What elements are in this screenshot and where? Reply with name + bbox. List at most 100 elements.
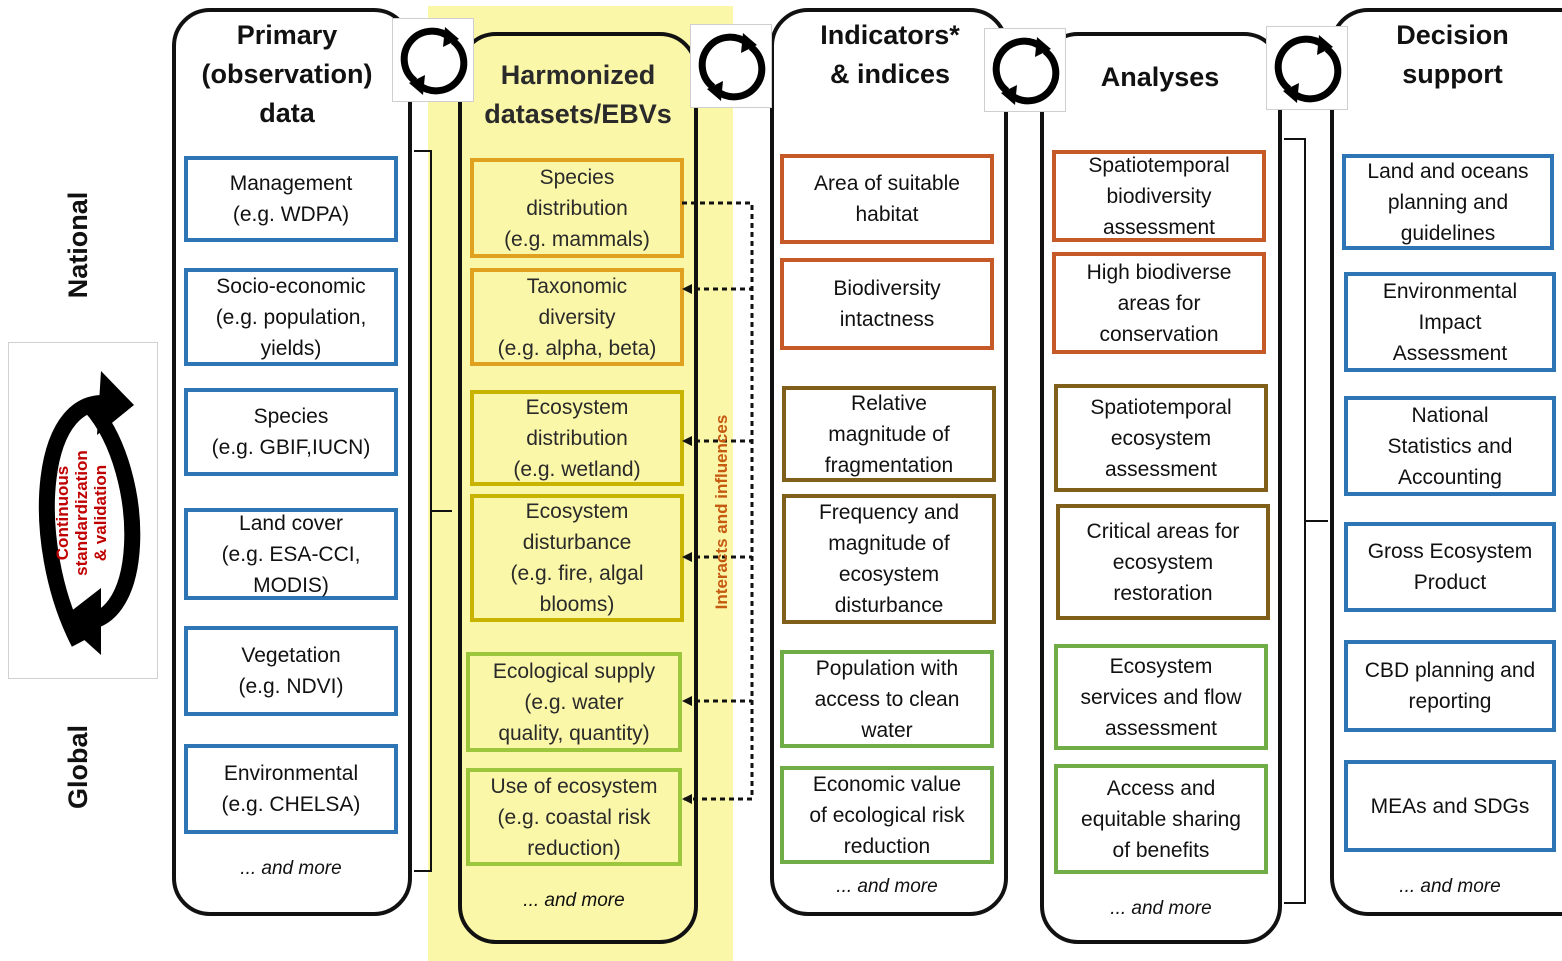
box-line: Biodiversity [833,277,941,300]
bracket-analyses [1284,138,1306,904]
box-line: Critical areas for [1086,519,1240,543]
box-line: Species [253,405,329,428]
box-line: ecosystem [1112,550,1214,574]
title-analyses: Analyses [1050,58,1270,97]
global-label: Global [63,725,93,810]
box-line: Accounting [1398,465,1502,489]
box-management: Management(e.g. WDPA) [184,156,398,242]
title-line: & indices [829,59,951,89]
box-line: Area of suitable [814,172,960,195]
cycle-icon-3 [984,28,1066,112]
title-line: Primary [236,20,338,50]
title-line: support [1402,59,1503,89]
more-primary: ... and more [240,858,342,879]
refresh-cycle-icon [992,37,1060,105]
box-frequency-disturbance: Frequency and magnitude of ecosystem distur… [782,494,996,624]
box-line: Land cover [239,511,343,535]
refresh-cycle-icon [400,27,468,95]
box-line: Ecological supply [492,659,656,683]
box-line: Impact [1418,310,1482,334]
title-line: data [259,98,315,128]
bracket-primary-tick [432,510,452,512]
box-line: High biodiverse [1086,260,1232,284]
box-line: diversity [538,305,616,329]
box-line: MODIS) [253,573,329,597]
box-line: conservation [1099,322,1219,346]
box-line: guidelines [1400,221,1496,245]
box-line: biodiversity [1106,184,1212,208]
refresh-cycle-icon [698,33,766,101]
title-line: Indicators* [820,20,960,50]
interacts-label: Interacts and influences [712,414,731,610]
box-line: (e.g. ESA-CCI, [221,542,361,566]
box-line: equitable sharing [1081,807,1241,831]
column-analyses [1040,32,1282,944]
cycle-label-line1: Continuous [53,465,72,561]
box-line: ecosystem [838,563,940,586]
box-line: (e.g. WDPA) [232,203,350,226]
box-line: water [861,718,913,742]
box-line: of ecological risk [809,803,965,827]
cycle-label-line2: standardization [72,450,91,576]
box-line: Relative [851,391,927,415]
cycle-icon-2 [690,24,772,108]
box-line: (e.g. alpha, beta) [497,336,657,360]
column-decision-support [1330,8,1562,916]
title-primary-data: Primary (observation) data [176,16,398,133]
box-line: Species [539,165,615,189]
box-line: of benefits [1112,838,1210,862]
box-line: magnitude of [828,532,950,555]
box-line: (e.g. NDVI) [238,675,344,698]
title-line: Harmonized [500,60,656,90]
box-line: access to clean [814,687,960,711]
box-line: disturbance [834,594,944,617]
title-indicators: Indicators* & indices [780,16,1000,94]
box-line: habitat [855,203,919,226]
standardization-cycle-panel: Continuous standardization & validation [8,342,158,679]
refresh-cycle-icon [1274,35,1342,103]
box-line: Environmental [223,762,359,785]
box-taxonomic-diversity: Taxonomic diversity (e.g. alpha, beta) [470,268,684,366]
box-line: disturbance [522,531,632,554]
cycle-label-line3: & validation [91,464,110,562]
more-indicators: ... and more [836,876,938,897]
national-label: National [63,191,93,299]
box-line: Use of ecosystem [490,774,658,798]
title-line: (observation) [201,59,373,89]
box-line: yields) [260,336,322,360]
box-line: Spatiotemporal [1088,153,1230,177]
box-line: Gross Ecosystem [1367,540,1533,563]
box-line: Ecosystem [525,395,629,419]
box-line: Vegetation [241,644,341,667]
box-line: blooms) [539,593,615,616]
box-line: Taxonomic [526,274,628,298]
interaction-connectors [682,201,754,804]
box-line: (e.g. mammals) [504,227,650,251]
more-decision: ... and more [1399,876,1501,897]
title-line: Decision [1396,20,1509,50]
box-line: Economic value [812,772,962,796]
box-line: reporting [1408,690,1492,713]
box-line: National [1411,403,1489,427]
title-line: datasets/EBVs [484,99,672,129]
box-line: distribution [526,426,628,450]
box-line: Socio-economic [216,274,366,298]
box-line: Assessment [1392,341,1508,365]
box-line: Access and [1106,776,1216,800]
box-line: Frequency and [818,501,960,524]
box-line: assessment [1104,716,1218,740]
title-decision-support: Decision support [1345,16,1560,94]
title-line: Analyses [1100,62,1220,92]
box-species: Species(e.g. GBIF,IUCN) [184,388,398,476]
